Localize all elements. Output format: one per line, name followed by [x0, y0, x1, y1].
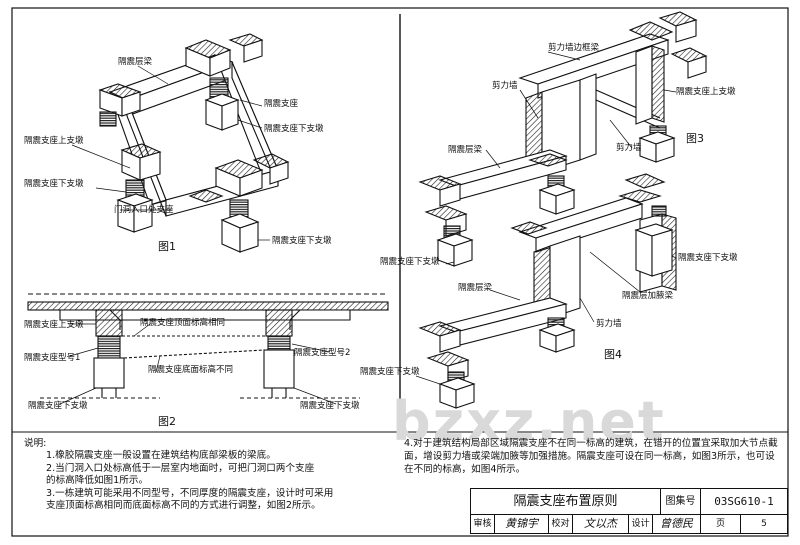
notes-left: 说明: 1.橡胶隔震支座一般设置在建筑结构底部梁板的梁底。 2.当门洞入口处标高…	[24, 438, 404, 512]
figure-4-leaders	[415, 251, 677, 385]
fig1-label-upper-pier: 隔震支座上支墩	[24, 135, 84, 146]
figure-2-leaders	[59, 323, 337, 405]
signature-row: 审核 黄锦宇 校对 文以杰 设计 曾德民 页 5	[471, 515, 787, 533]
fig3-label-shear-wall-right: 剪力墙	[616, 142, 642, 153]
note-4: 4.对于建筑结构局部区域隔震支座不在同一标高的建筑，在错开的位置宜采取加大节点截…	[404, 438, 784, 476]
atlas-number: 03SG610-1	[701, 489, 787, 515]
fig1-label-beam: 隔震层梁	[118, 57, 153, 67]
watermark: bzxz.net	[392, 390, 666, 453]
fig3-label-beam: 隔震层梁	[448, 145, 483, 155]
title-block: 隔震支座布置原则 图集号 03SG610-1 审核 黄锦宇 校对 文以杰 设计 …	[470, 488, 788, 534]
fig3-label-upper-pier: 隔震支座上支墩	[676, 86, 736, 97]
design-signature: 曾德民	[653, 515, 701, 533]
fig4-label-lower-pier-left: 隔震支座下支墩	[360, 366, 420, 377]
note-3b: 支座顶面标高相同而底面标高不同的方式进行调整，如图2所示。	[46, 500, 321, 512]
fig2-label-type2: 隔震支座型号2	[294, 347, 350, 358]
fig1-label-lower-pier-front: 隔震支座下支墩	[272, 235, 332, 246]
design-label: 设计	[629, 515, 653, 533]
figure-4	[418, 173, 677, 409]
fig4-label-shear-wall: 剪力墙	[596, 318, 622, 329]
check-signature: 文以杰	[573, 515, 629, 533]
note-1: 1.橡胶隔震支座一般设置在建筑结构底部梁板的梁底。	[46, 450, 276, 462]
fig2-label-lower-pier-right: 隔震支座下支墩	[300, 400, 360, 411]
fig1-label-bearing: 隔震支座	[264, 98, 299, 109]
fig2-label-type1: 隔震支座型号1	[24, 352, 80, 363]
fig2-caption: 图2	[158, 415, 176, 428]
fig3-label-shear-wall-left: 剪力墙	[492, 80, 518, 91]
fig3-label-lower-pier: 隔震支座下支墩	[380, 256, 440, 267]
figure-1	[98, 33, 290, 253]
note-2b: 的标高降低如图1所示。	[46, 475, 149, 487]
fig4-label-haunch: 隔震层加腋梁	[622, 290, 674, 301]
figure-2	[27, 293, 389, 399]
note-2a: 2.当门洞入口处标高低于一层室内地面时，可把门洞口两个支座	[46, 462, 315, 474]
review-signature: 黄锦宇	[495, 515, 549, 533]
page-label: 页	[701, 515, 741, 533]
fig4-label-beam: 隔震层梁	[458, 283, 493, 293]
check-label: 校对	[549, 515, 573, 533]
figure-3-leaders	[445, 51, 677, 265]
atlas-number-label: 图集号	[661, 489, 701, 515]
fig2-label-lower-pier-left: 隔震支座下支墩	[28, 400, 88, 411]
fig3-caption: 图3	[686, 132, 704, 145]
fig4-label-lower-pier-right: 隔震支座下支墩	[678, 252, 738, 263]
fig1-caption: 图1	[158, 240, 176, 253]
note-3a: 3.一栋建筑可能采用不同型号，不同厚度的隔震支座，设计时可采用	[46, 487, 334, 499]
review-label: 审核	[471, 515, 495, 533]
notes-heading: 说明:	[24, 438, 47, 449]
page-number: 5	[761, 519, 767, 529]
fig2-label-bottom-diff: 隔震支座底面标高不同	[148, 364, 233, 375]
figure-3	[418, 11, 708, 267]
page-frame	[11, 7, 789, 537]
fig1-label-door-bearing: 门洞入口处支座	[114, 204, 174, 215]
fig1-label-lower-pier-left: 隔震支座下支墩	[24, 178, 84, 189]
fig4-caption: 图4	[604, 348, 622, 361]
fig1-label-lower-pier: 隔震支座下支墩	[264, 123, 324, 134]
fig3-label-frame: 剪力墙边框梁	[548, 42, 600, 53]
fig2-label-top-same: 隔震支座顶面标高相同	[140, 317, 225, 328]
fig2-label-upper-pier: 隔震支座上支墩	[24, 319, 84, 330]
sheet-title: 隔震支座布置原则	[471, 489, 661, 515]
figure-1-leaders	[71, 65, 270, 241]
note-4-text: 4.对于建筑结构局部区域隔震支座不在同一标高的建筑，在错开的位置宜采取加大节点截…	[404, 438, 778, 475]
